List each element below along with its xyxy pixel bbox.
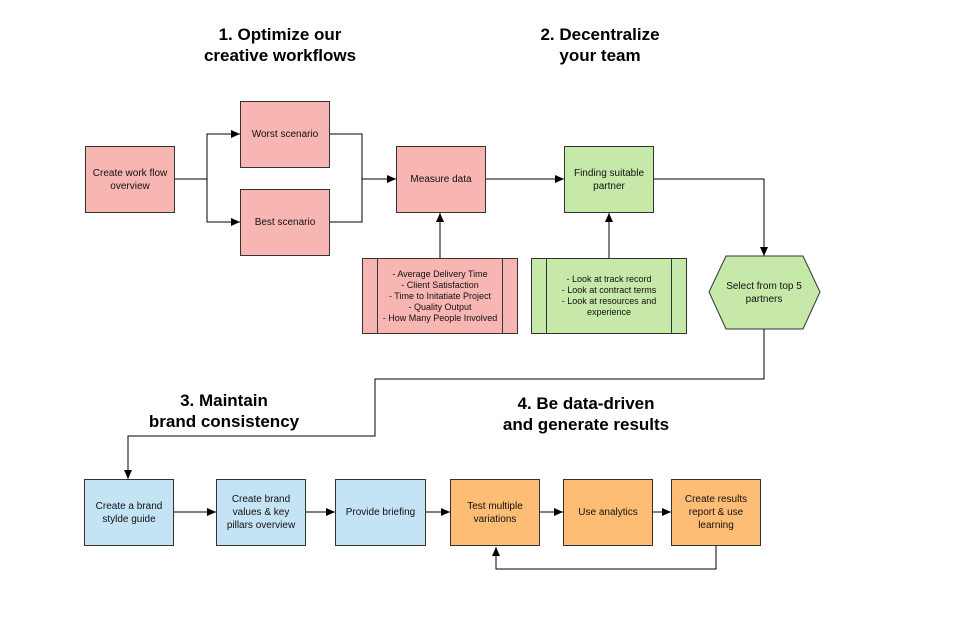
node-measure-data[interactable]: Measure data xyxy=(396,146,486,213)
node-label: Finding suitable partner xyxy=(573,167,645,192)
note-partner-criteria: - Look at track record - Look at contrac… xyxy=(531,258,687,334)
node-workflow-overview[interactable]: Create work flow overview xyxy=(85,146,175,213)
section-title-line: your team xyxy=(559,46,641,65)
node-results-report[interactable]: Create results report & use learning xyxy=(671,479,761,546)
section-title-line: brand consistency xyxy=(148,412,300,431)
note-line: - Time to Initatiate Project xyxy=(388,290,492,301)
section-title-line: creative workflows xyxy=(203,46,357,65)
node-use-analytics[interactable]: Use analytics xyxy=(563,479,653,546)
arrow-partner-to-select xyxy=(654,178,768,256)
section-title-optimize: 1. Optimize our creative workflows xyxy=(180,24,380,66)
note-line: - Look at track record xyxy=(566,274,652,284)
node-label: Test multiple variations xyxy=(467,500,523,525)
node-brand-values[interactable]: Create brand values & key pillars overvi… xyxy=(216,479,306,546)
node-brand-style-guide[interactable]: Create a brand stylde guide xyxy=(84,479,174,546)
section-title-line: and generate results xyxy=(502,415,670,434)
node-best-scenario[interactable]: Best scenario xyxy=(240,189,330,256)
note-metrics-list: - Average Delivery Time - Client Satisfa… xyxy=(377,259,503,333)
section-title-brand: 3. Maintain brand consistency xyxy=(124,390,324,432)
node-label: Worst scenario xyxy=(251,129,319,140)
note-line: - Look at resources and xyxy=(561,296,657,306)
arrow-report-to-test-loop xyxy=(492,546,717,570)
section-title-data-driven: 4. Be data-driven and generate results xyxy=(476,393,696,435)
node-provide-briefing[interactable]: Provide briefing xyxy=(335,479,426,546)
note-line: - Look at contract terms xyxy=(561,285,657,295)
note-line: - How Many People Involved xyxy=(382,312,498,323)
note-metrics: - Average Delivery Time - Client Satisfa… xyxy=(362,258,518,334)
node-label: Measure data xyxy=(410,174,472,185)
node-worst-scenario[interactable]: Worst scenario xyxy=(240,101,330,168)
arrow-select-to-styleguide xyxy=(124,329,765,479)
node-label: Create a brand stylde guide xyxy=(95,500,163,525)
note-line: - Client Satisfaction xyxy=(401,279,479,290)
section-title-line: 3. Maintain xyxy=(180,391,268,410)
note-partner-criteria-list: - Look at track record - Look at contrac… xyxy=(546,259,672,333)
arrow-best-to-measure xyxy=(330,179,363,223)
node-label: Select from top 5 partners xyxy=(726,280,802,305)
note-line: - Quality Output xyxy=(408,301,472,312)
node-label: Use analytics xyxy=(578,507,638,518)
node-select-partners[interactable]: Select from top 5 partners xyxy=(714,256,814,329)
arrow-workflow-to-worst xyxy=(175,130,240,180)
node-finding-partner[interactable]: Finding suitable partner xyxy=(564,146,654,213)
note-line: - Average Delivery Time xyxy=(392,268,488,279)
node-label: Create results report & use learning xyxy=(684,494,748,531)
node-label: Provide briefing xyxy=(345,507,416,518)
section-title-line: 4. Be data-driven xyxy=(517,394,655,413)
select-partners-hexagon xyxy=(708,255,821,330)
section-title-line: 1. Optimize our xyxy=(218,25,342,44)
node-label: Create work flow overview xyxy=(92,167,168,192)
note-line: experience xyxy=(586,307,632,317)
node-label: Create brand values & key pillars overvi… xyxy=(226,494,296,531)
section-title-decentralize: 2. Decentralize your team xyxy=(500,24,700,66)
arrow-workflow-to-best xyxy=(206,179,240,226)
arrow-worst-to-measure xyxy=(330,133,396,183)
node-label: Best scenario xyxy=(254,217,316,228)
section-title-line: 2. Decentralize xyxy=(540,25,660,44)
node-test-variations[interactable]: Test multiple variations xyxy=(450,479,540,546)
